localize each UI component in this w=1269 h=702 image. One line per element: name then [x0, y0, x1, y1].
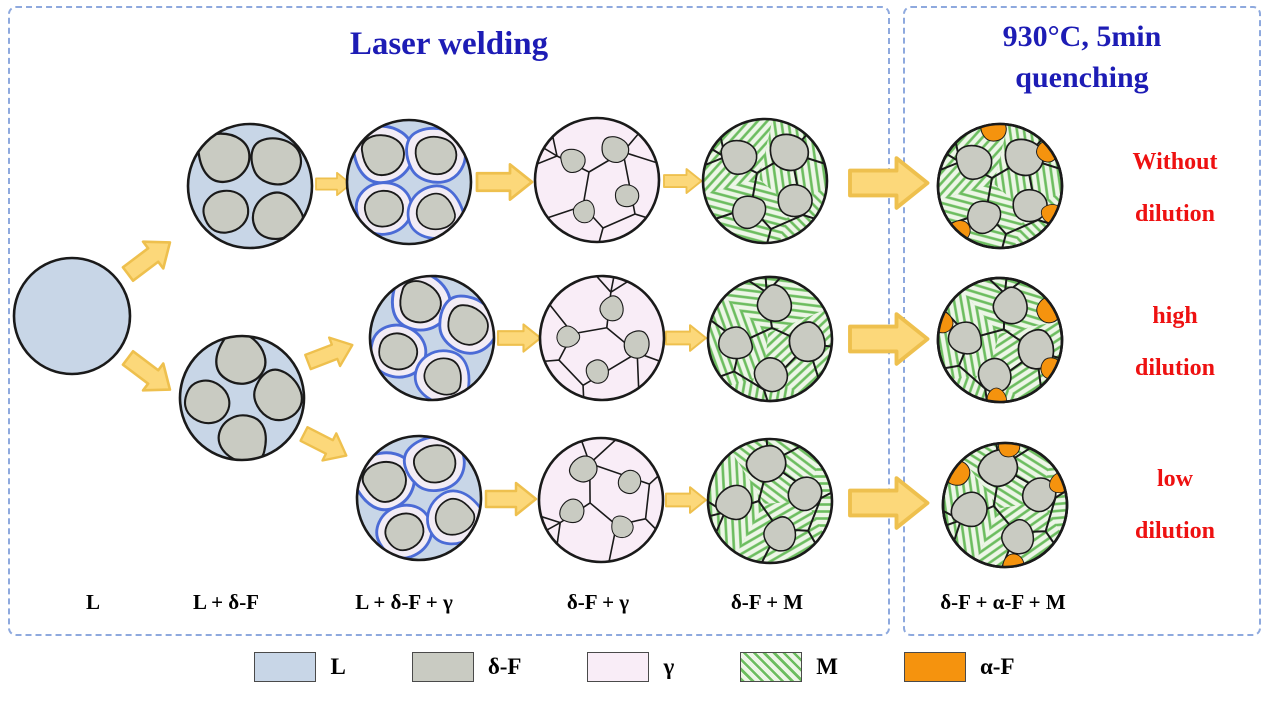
legend-item-liquid: L	[254, 652, 346, 682]
label-high-dilution-line2: dilution	[1134, 355, 1216, 381]
label-high-dilution: high dilution	[1082, 290, 1268, 394]
circle-quenched-row3	[906, 406, 1103, 603]
circle-deltaF-gamma-row2	[512, 248, 691, 427]
stage-label-l: L	[85, 590, 101, 614]
circle-liquid	[12, 256, 132, 376]
stage-label-l-deltaF-gamma: L + δ-F + γ	[355, 590, 453, 614]
laser-welding-panel-border	[8, 6, 890, 636]
arrow-lower-to-row3	[295, 419, 355, 471]
legend-item-martensite: M	[740, 652, 838, 682]
arrow-row1-stage3	[475, 163, 534, 201]
legend-swatch-martensite	[740, 652, 803, 682]
circle-l-deltaF-gamma-row3	[340, 419, 499, 578]
label-low-dilution: low dilution	[1082, 453, 1268, 557]
stage-label-deltaF-alphaF-m: δ-F + α-F + M	[940, 590, 1066, 614]
quenching-title-line2: quenching	[1015, 61, 1149, 94]
arrow-row3-stage3	[484, 481, 538, 517]
label-low-dilution-line2: dilution	[1134, 518, 1216, 544]
arrow-lower-to-row2	[301, 329, 359, 378]
circle-deltaF-gamma-row1	[527, 110, 667, 250]
arrow-row2-stage4	[664, 324, 708, 352]
label-high-dilution-line1: high	[1152, 303, 1198, 329]
quenching-title-line1: 930°C, 5min	[1002, 20, 1162, 53]
laser-welding-title: Laser welding	[349, 26, 549, 62]
stage-label-l-deltaF: L + δ-F	[192, 590, 260, 614]
label-low-dilution-line1: low	[1157, 466, 1193, 492]
label-without-dilution: Without dilution	[1082, 136, 1268, 240]
legend-swatch-delta-ferrite	[411, 652, 474, 682]
legend: L δ-F γ M α-F	[0, 652, 1269, 682]
arrow-row3-to-quench	[848, 476, 930, 530]
arrow-liquid-to-upper	[116, 227, 182, 289]
legend-label-liquid: L	[330, 654, 346, 679]
legend-swatch-liquid	[254, 652, 317, 682]
stage-label-deltaF-gamma: δ-F + γ	[566, 590, 630, 614]
arrow-row1-stage4	[663, 168, 703, 194]
legend-label-martensite: M	[816, 654, 838, 679]
legend-label-austenite: γ	[663, 654, 675, 679]
arrow-row2-to-quench	[848, 312, 930, 366]
label-without-dilution-line2: dilution	[1134, 201, 1216, 227]
circle-quenched-row1	[930, 116, 1070, 256]
legend-swatch-alpha-ferrite	[903, 652, 966, 682]
legend-swatch-austenite	[587, 652, 650, 682]
circle-quenched-row2	[907, 247, 1093, 433]
legend-item-austenite: γ	[587, 652, 674, 682]
circle-l-deltaF-upper	[188, 124, 312, 248]
arrow-row1-to-quench	[848, 156, 930, 210]
legend-label-alpha-ferrite: α-F	[979, 654, 1015, 679]
legend-label-delta-ferrite: δ-F	[487, 654, 522, 679]
circle-l-deltaF-lower	[155, 311, 330, 486]
arrow-liquid-to-lower	[116, 343, 182, 405]
circle-l-deltaF-gamma-row1	[347, 120, 471, 244]
quenching-title: 930°C, 5min quenching	[903, 16, 1261, 98]
arrow-row3-stage4	[664, 486, 708, 514]
legend-item-delta-ferrite: δ-F	[411, 652, 522, 682]
legend-item-alpha-ferrite: α-F	[903, 652, 1015, 682]
circle-l-deltaF-gamma-row2	[350, 256, 515, 421]
arrow-row2-stage3	[496, 323, 542, 353]
stage-label-deltaF-m: δ-F + M	[730, 590, 804, 614]
label-without-dilution-line1: Without	[1132, 149, 1218, 175]
circle-deltaF-martensite-row1	[695, 111, 835, 251]
